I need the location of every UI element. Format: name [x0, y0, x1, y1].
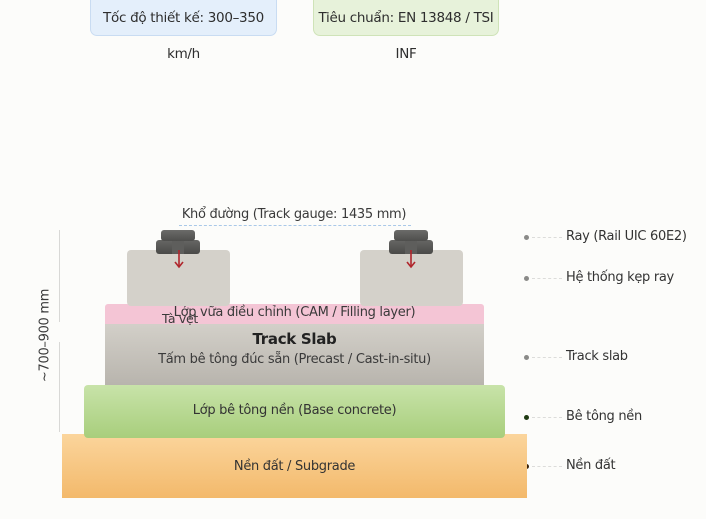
callout-leader-line [532, 466, 562, 467]
rail-left-icon [155, 230, 201, 255]
callout-leader-line [532, 278, 562, 279]
rail-right-icon [388, 230, 434, 255]
callout-base-concrete: Bê tông nền [524, 409, 706, 425]
base-concrete-layer: Lớp bê tông nền (Base concrete) [84, 385, 505, 438]
callout-rail: Ray (Rail UIC 60E2) [524, 229, 706, 245]
cam-filling-layer: Lớp vữa điều chỉnh (CAM / Filling layer) [105, 304, 484, 324]
callout-label: Nền đất [566, 458, 616, 473]
height-dimension-line-bottom [59, 342, 60, 432]
sleeper-label: Tà vẹt [162, 311, 198, 326]
callout-dot-icon [524, 276, 529, 281]
standard-badge: Tiêu chuẩn: EN 13848 / TSI INF [313, 0, 499, 62]
callout-subgrade: Nền đất [524, 458, 706, 474]
fastening-arrow-right-icon [406, 250, 416, 269]
callout-label: Hệ thống kẹp ray [566, 270, 674, 285]
callout-dot-icon [524, 415, 529, 420]
fastening-arrow-left-icon [174, 250, 184, 269]
callout-dot-icon [524, 355, 529, 360]
track-slab-layer: Track Slab Tấm bê tông đúc sẵn (Precast … [105, 323, 484, 390]
callout-fastening-system: Hệ thống kẹp ray [524, 270, 706, 286]
callout-leader-line [532, 357, 562, 358]
callout-dot-icon [524, 235, 529, 240]
height-dimension-line-top [59, 230, 60, 322]
callout-leader-line [532, 417, 562, 418]
callout-leader-line [532, 237, 562, 238]
subgrade-layer: Nền đất / Subgrade [62, 434, 527, 498]
design-speed-badge: Tốc độ thiết kế: 300–350 km/h [90, 0, 277, 62]
callout-label: Bê tông nền [566, 409, 642, 424]
track-slab-subtitle: Tấm bê tông đúc sẵn (Precast / Cast-in-s… [158, 352, 431, 367]
callout-track-slab: Track slab [524, 349, 706, 365]
callout-label: Track slab [566, 349, 628, 364]
track-gauge-dimension-line [179, 225, 411, 226]
track-gauge-label: Khổ đường (Track gauge: 1435 mm) [181, 207, 407, 222]
callout-label: Ray (Rail UIC 60E2) [566, 229, 687, 244]
track-slab-title: Track Slab [252, 330, 337, 348]
height-dimension-label: ~700–900 mm [37, 288, 53, 383]
